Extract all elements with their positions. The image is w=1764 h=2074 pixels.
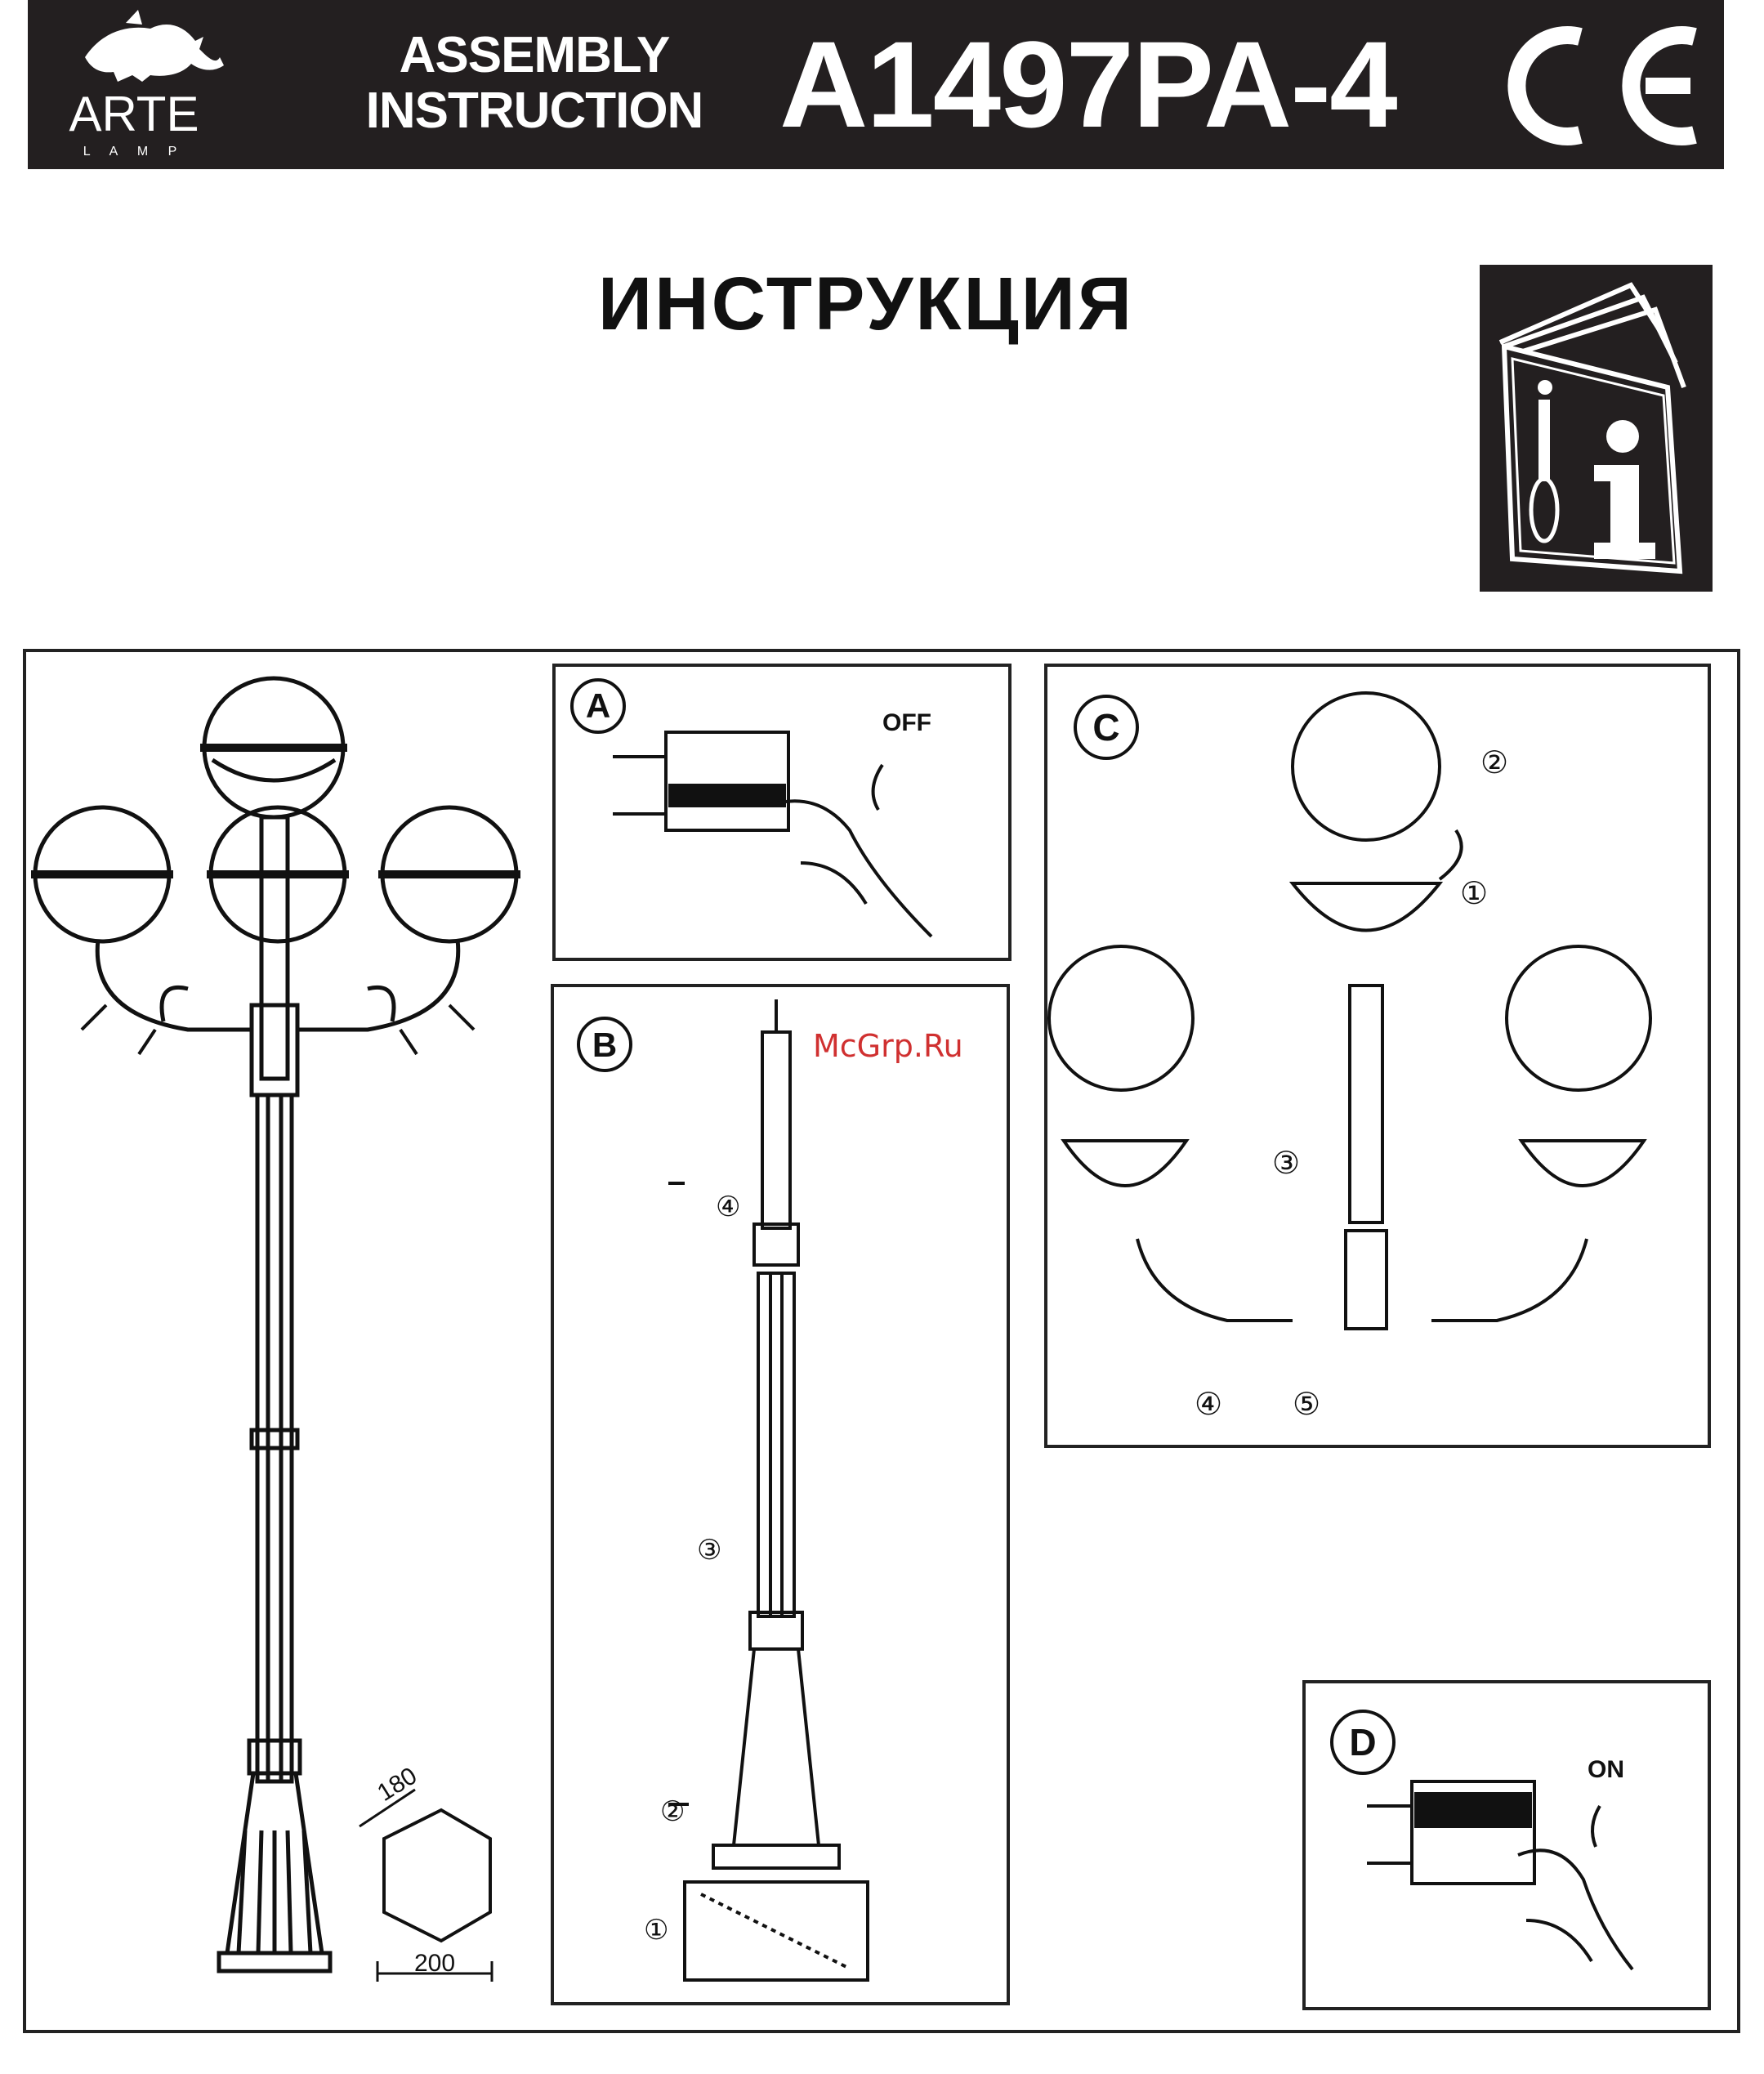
- panel-c-step-1: ①: [1460, 877, 1488, 911]
- title-line-2: INSTRUCTION: [322, 83, 747, 139]
- title-line-1: ASSEMBLY: [322, 28, 747, 83]
- panel-b: B ④ ③ ② ①: [551, 984, 1010, 2005]
- panel-a: A OFF: [552, 664, 1012, 961]
- panel-c-step-5: ⑤: [1293, 1388, 1320, 1422]
- panel-d-drawing: D ON: [1306, 1683, 1708, 2007]
- circuit-breaker-icon: [1367, 1781, 1534, 1884]
- ce-mark-icon: [1490, 20, 1711, 151]
- panel-b-step-1: ①: [644, 1915, 668, 1946]
- panel-d-switch-state: ON: [1588, 1756, 1624, 1783]
- lion-logo-icon: [85, 10, 224, 82]
- panel-a-switch-state: OFF: [882, 709, 931, 736]
- brand-name: ARTE: [69, 87, 199, 141]
- panel-c-label: C: [1092, 706, 1119, 749]
- panel-c: C ② ① ③ ④ ⑤: [1044, 664, 1711, 1448]
- panel-a-drawing: A OFF: [556, 667, 1008, 958]
- panel-d-label: D: [1349, 1721, 1376, 1763]
- page-heading: ИНСТРУКЦИЯ: [572, 261, 1160, 347]
- lamp-overview-drawing: 180 200: [25, 670, 547, 2018]
- circuit-breaker-icon: [613, 732, 788, 830]
- panel-b-drawing: B ④ ③ ② ①: [554, 987, 1007, 2002]
- info-manual-icon: [1480, 265, 1713, 592]
- panel-b-step-4: ④: [716, 1191, 740, 1222]
- model-number: A1497PA-4: [779, 15, 1396, 154]
- panel-b-step-3: ③: [697, 1535, 721, 1566]
- dimension-bottom: 200: [414, 1950, 455, 1977]
- panel-a-label: A: [586, 686, 610, 725]
- panel-c-drawing: C ② ① ③ ④ ⑤: [1047, 667, 1708, 1445]
- panel-c-step-3: ③: [1272, 1147, 1300, 1181]
- panel-d: D ON: [1302, 1680, 1711, 2010]
- watermark: McGrp.Ru: [813, 1028, 963, 1064]
- hand-icon: [768, 765, 931, 936]
- arte-lamp-logo: ARTE L A M P: [28, 0, 240, 169]
- assembly-instruction-title: ASSEMBLY INSTRUCTION: [322, 28, 747, 139]
- panel-b-label: B: [592, 1026, 617, 1064]
- panel-c-step-4: ④: [1195, 1388, 1222, 1422]
- panel-c-step-2: ②: [1480, 746, 1508, 780]
- brand-sub: L A M P: [83, 145, 185, 159]
- panel-b-step-2: ②: [660, 1796, 685, 1827]
- header-bar: ARTE L A M P ASSEMBLY INSTRUCTION A1497P…: [28, 0, 1724, 169]
- dimension-top: 180: [373, 1762, 422, 1807]
